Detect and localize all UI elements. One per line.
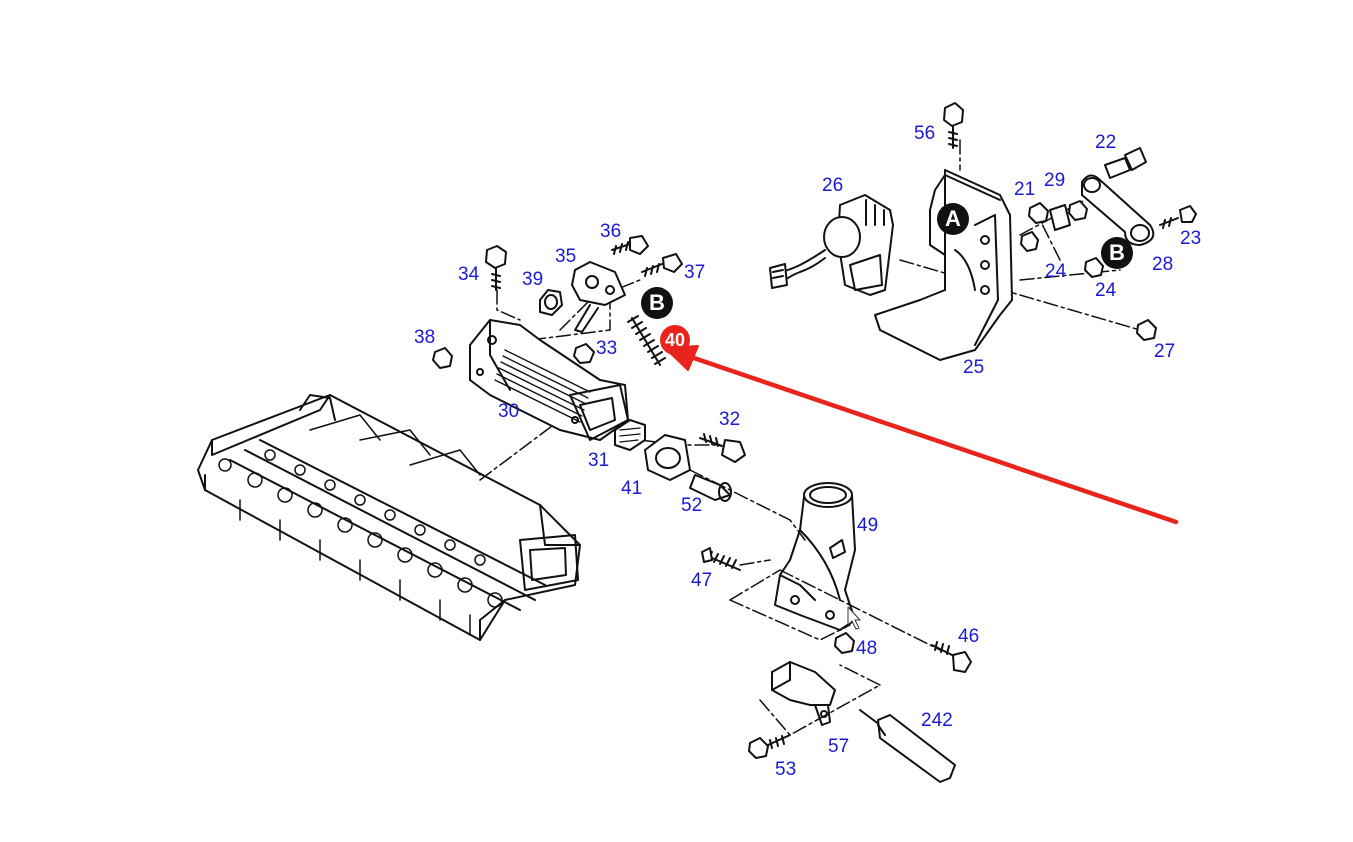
tube-242 — [859, 709, 956, 783]
part-label-56[interactable]: 56 — [914, 123, 936, 144]
intake-manifold — [197, 394, 581, 641]
part-label-36[interactable]: 36 — [600, 221, 622, 242]
part-label-35[interactable]: 35 — [555, 246, 577, 267]
part-label-48[interactable]: 48 — [856, 638, 878, 659]
part-label-25[interactable]: 25 — [963, 357, 985, 378]
part-label-39[interactable]: 39 — [522, 269, 544, 290]
part-label-21[interactable]: 21 — [1014, 179, 1036, 200]
part-label-53[interactable]: 53 — [775, 759, 797, 780]
gasket-39 — [539, 289, 563, 316]
part-label-46[interactable]: 46 — [958, 626, 980, 647]
part-label-24-b[interactable]: 24 — [1095, 280, 1117, 301]
nut-38 — [432, 347, 453, 369]
nut-29 — [1028, 202, 1049, 224]
part-label-38[interactable]: 38 — [414, 327, 436, 348]
part-label-37[interactable]: 37 — [684, 262, 706, 283]
bolt-53 — [748, 734, 791, 759]
washer-plate — [1049, 204, 1071, 231]
bolt-37 — [641, 253, 683, 277]
part-label-24-a[interactable]: 24 — [1045, 261, 1067, 282]
part-label-29[interactable]: 29 — [1044, 170, 1066, 191]
part-label-32[interactable]: 32 — [719, 409, 741, 430]
egr-cooler — [469, 319, 629, 441]
part-label-41[interactable]: 41 — [621, 478, 643, 499]
leader-lines — [479, 139, 1141, 736]
pipe-40 — [627, 315, 666, 366]
part-label-34[interactable]: 34 — [458, 264, 480, 285]
part-label-30[interactable]: 30 — [498, 401, 520, 422]
bolt-32 — [699, 433, 746, 463]
part-label-28[interactable]: 28 — [1152, 254, 1174, 275]
nut-24-lower — [1084, 257, 1104, 278]
nut-27 — [1136, 319, 1157, 341]
part-label-242[interactable]: 242 — [921, 710, 953, 731]
nut-33 — [573, 343, 595, 364]
nut-48 — [834, 632, 855, 654]
bolt-22 — [1104, 147, 1147, 179]
part-label-23[interactable]: 23 — [1180, 228, 1202, 249]
bolt-34 — [485, 245, 507, 291]
callout-a: A — [937, 203, 969, 235]
callout-b-left: B — [641, 287, 673, 319]
callout-b-right: B — [1101, 237, 1133, 269]
lever-28 — [1081, 174, 1155, 246]
part-label-33[interactable]: 33 — [596, 338, 618, 359]
elbow-pipe-49 — [774, 482, 856, 631]
part-label-31[interactable]: 31 — [588, 450, 610, 471]
sleeve-52 — [689, 474, 732, 502]
bolt-23 — [1159, 205, 1197, 229]
sensor-57 — [771, 661, 836, 726]
actuator-26 — [769, 194, 894, 296]
nut-24-mid — [1020, 231, 1039, 252]
part-label-22[interactable]: 22 — [1095, 132, 1117, 153]
bolt-36 — [611, 235, 649, 255]
part-label-47[interactable]: 47 — [691, 570, 713, 591]
part-label-57[interactable]: 57 — [828, 736, 850, 757]
bolt-46 — [931, 641, 972, 673]
egr-valve-35 — [571, 261, 626, 333]
highlight-part-40[interactable]: 40 — [660, 325, 690, 355]
part-label-49[interactable]: 49 — [857, 515, 879, 536]
flange-41 — [644, 434, 691, 481]
bolt-47 — [701, 547, 741, 571]
part-label-26[interactable]: 26 — [822, 175, 844, 196]
part-label-52[interactable]: 52 — [681, 495, 703, 516]
bracket-25 — [874, 169, 1013, 361]
mouse-cursor-icon — [847, 606, 861, 630]
bolt-56 — [943, 102, 964, 149]
part-label-27[interactable]: 27 — [1154, 341, 1176, 362]
nut-24-upper — [1068, 200, 1088, 221]
